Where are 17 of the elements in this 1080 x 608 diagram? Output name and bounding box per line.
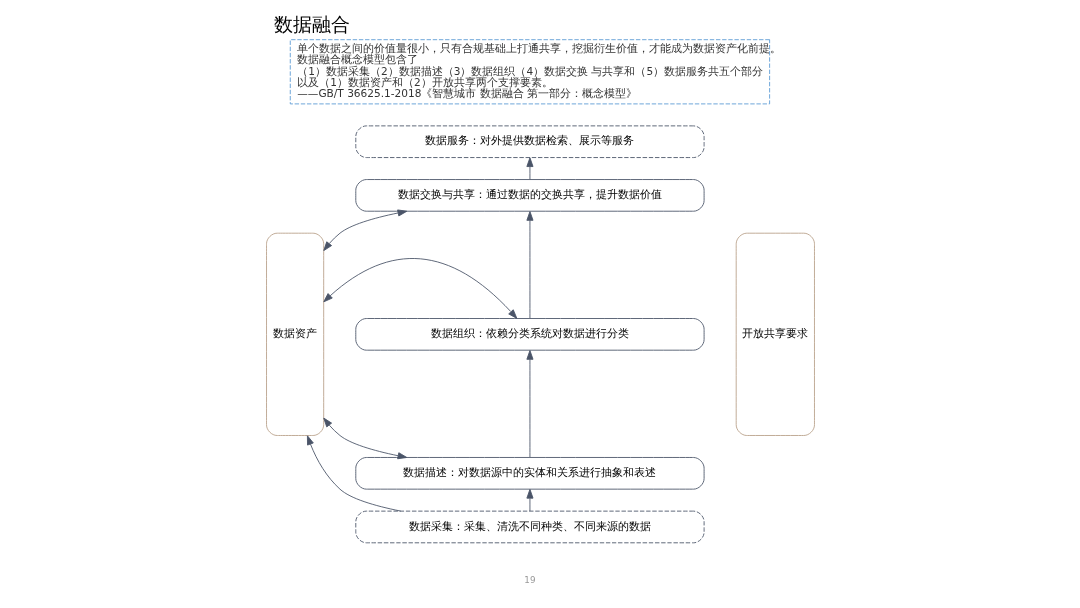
arrow xyxy=(525,488,533,512)
node-box: 数据组织：依赖分类系统对数据进行分类 xyxy=(354,318,705,351)
arrow xyxy=(525,350,533,458)
arrow xyxy=(322,417,407,460)
node-box: 数据描述：对数据源中的实体和关系进行抽象和表述 xyxy=(354,457,705,490)
node-box: 数据资产 xyxy=(265,232,324,436)
diagram-title: 数据融合 xyxy=(273,12,350,36)
arrow xyxy=(525,211,533,319)
arrow xyxy=(525,157,533,180)
arrow xyxy=(306,435,401,512)
node-box: 数据采集：采集、清洗不同种类、不同来源的数据 xyxy=(354,510,705,544)
node-box: 开放共享要求 xyxy=(735,232,815,436)
node-box: 数据服务：对外提供数据检索、展示等服务 xyxy=(354,125,705,158)
arrow xyxy=(322,258,517,319)
node-box: 数据交换与共享：通过数据的交换共享，提升数据价值 xyxy=(354,179,705,212)
label: 19 xyxy=(523,574,536,585)
arrow xyxy=(322,209,407,252)
